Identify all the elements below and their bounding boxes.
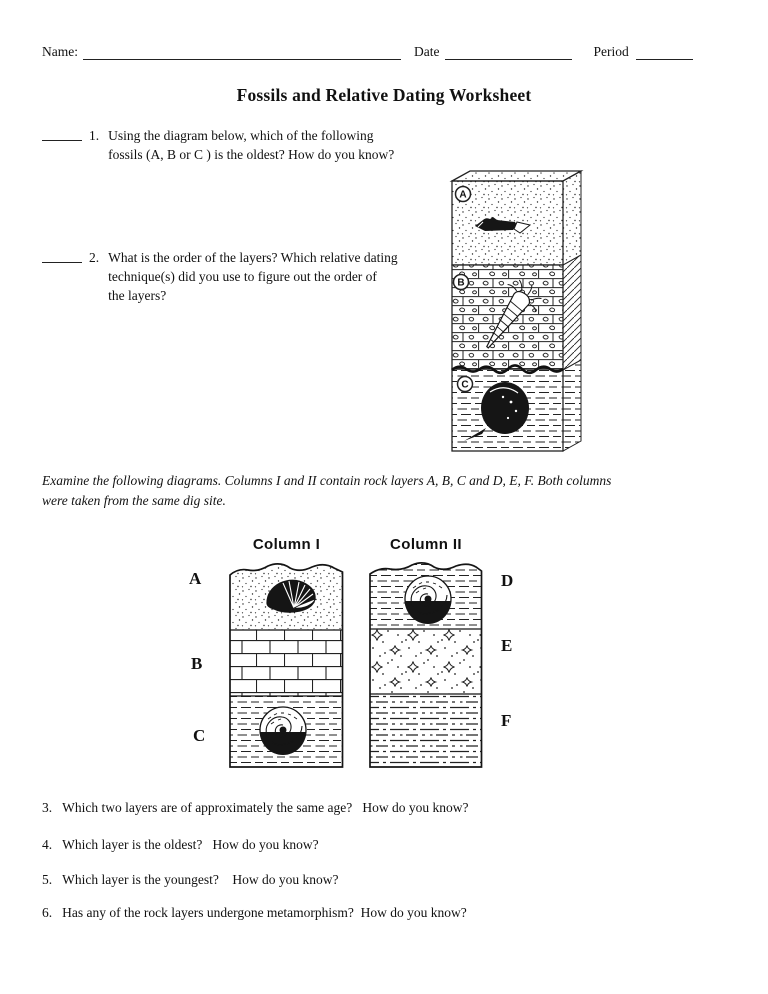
page-title: Fossils and Relative Dating Worksheet bbox=[236, 85, 532, 105]
block-label-b: B bbox=[452, 273, 470, 291]
question-6-number: 6. bbox=[42, 905, 53, 920]
layer-label-c: C bbox=[193, 726, 206, 745]
question-2-line: What is the order of the layers? Which r… bbox=[108, 250, 398, 265]
svg-text:C: C bbox=[461, 380, 468, 391]
question-3: 3. Which two layers are of approximately… bbox=[42, 800, 469, 816]
question-2-line: technique(s) did you use to figure out t… bbox=[108, 269, 377, 284]
ammonite-fossil-icon bbox=[404, 575, 452, 625]
layer-label-e: E bbox=[501, 636, 513, 655]
column1-outline bbox=[229, 563, 344, 768]
question-2: 2. What is the order of the layers? Whic… bbox=[42, 248, 398, 305]
name-date-period-row: Name: Date Period bbox=[42, 44, 693, 60]
column2-outline bbox=[369, 562, 483, 768]
column2-layer-f bbox=[370, 694, 482, 767]
block-side-layer-c bbox=[562, 359, 582, 452]
date-label: Date bbox=[414, 44, 440, 59]
layer-label-d: D bbox=[501, 571, 514, 590]
name-label: Name: bbox=[42, 44, 78, 59]
question-5-number: 5. bbox=[42, 872, 53, 887]
layer-label-f: F bbox=[501, 711, 512, 730]
column1-diagram bbox=[229, 563, 344, 768]
rock-layer-block-diagram: A B C bbox=[449, 170, 584, 452]
question-3-number: 3. bbox=[42, 800, 53, 815]
question-2-line: the layers? bbox=[108, 288, 167, 303]
column2-diagram bbox=[369, 562, 483, 768]
block-label-c: C bbox=[456, 375, 474, 393]
intro-line: Examine the following diagrams. Columns … bbox=[42, 473, 612, 488]
question-6: 6. Has any of the rock layers undergone … bbox=[42, 905, 467, 921]
question-5: 5. Which layer is the youngest? How do y… bbox=[42, 872, 338, 888]
period-label: Period bbox=[593, 44, 629, 59]
column1-title: Column I bbox=[252, 536, 321, 553]
question-5-text: Which layer is the youngest? How do you … bbox=[62, 872, 339, 887]
period-blank[interactable] bbox=[635, 44, 693, 60]
answer-blank-q2[interactable] bbox=[42, 248, 82, 263]
unconformity-wavy-line bbox=[451, 364, 564, 375]
column2-layer-e bbox=[370, 629, 482, 694]
question-1-number: 1. bbox=[89, 128, 100, 143]
scallop-shell-fossil-icon bbox=[266, 579, 316, 613]
layer-label-a: A bbox=[189, 569, 202, 588]
question-1-line: Using the diagram below, which of the fo… bbox=[108, 128, 374, 143]
intro-line: were taken from the same dig site. bbox=[42, 492, 226, 508]
column1-layer-b bbox=[230, 630, 343, 696]
date-blank[interactable] bbox=[445, 44, 573, 60]
question-2-number: 2. bbox=[89, 250, 100, 265]
intro-paragraph: Examine the following diagrams. Columns … bbox=[42, 471, 611, 510]
layer-label-b: B bbox=[191, 654, 203, 673]
question-1: 1. Using the diagram below, which of the… bbox=[42, 126, 394, 164]
svg-text:B: B bbox=[457, 278, 464, 289]
question-4-number: 4. bbox=[42, 837, 53, 852]
question-1-line: fossils (A, B or C ) is the oldest? How … bbox=[108, 147, 395, 162]
horseshoe-crab-fossil-icon bbox=[464, 382, 529, 441]
block-side-layer-b bbox=[562, 254, 582, 371]
column2-title: Column II bbox=[390, 536, 462, 553]
fish-fossil-icon bbox=[475, 217, 532, 234]
ammonite-fossil-icon bbox=[259, 706, 307, 756]
block-top-face-texture bbox=[454, 172, 578, 180]
block-label-a: A bbox=[454, 185, 472, 203]
question-4: 4. Which layer is the oldest? How do you… bbox=[42, 837, 319, 853]
question-4-text: Which layer is the oldest? How do you kn… bbox=[62, 837, 319, 852]
svg-text:A: A bbox=[459, 190, 466, 201]
question-6-text: Has any of the rock layers undergone met… bbox=[62, 905, 467, 920]
block-side-layer-a bbox=[562, 170, 582, 266]
cone-cephalopod-fossil-icon bbox=[486, 279, 542, 349]
name-blank[interactable] bbox=[83, 44, 401, 60]
question-3-text: Which two layers are of approximately th… bbox=[62, 800, 469, 815]
answer-blank-q1[interactable] bbox=[42, 126, 82, 141]
